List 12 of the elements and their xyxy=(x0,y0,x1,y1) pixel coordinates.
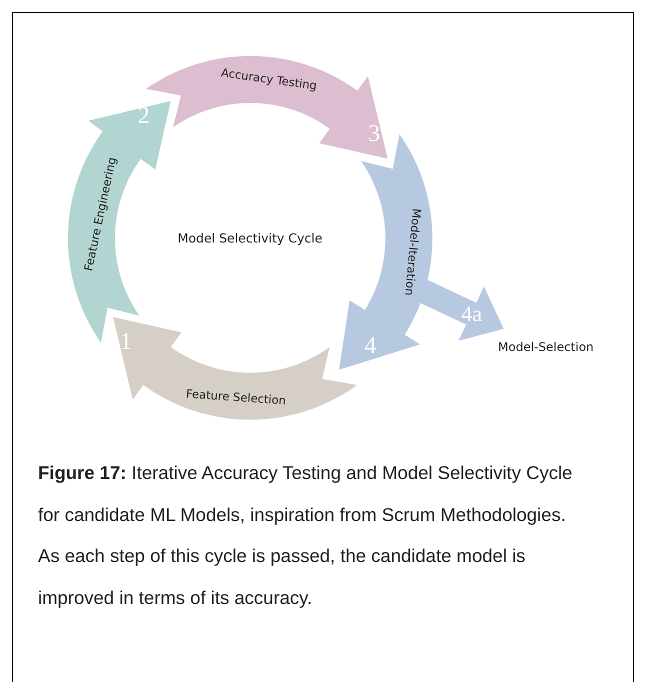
step-number: 3 xyxy=(368,122,380,146)
figure-caption: Figure 17: Iterative Accuracy Testing and Model Selectivity Cycle for candidate ML Models, inspiration from Scrum Methodologies. As each step of this cycle is passed, the candidate model is improved in terms of its accuracy. xyxy=(38,461,573,610)
step-label: Model-Iteration xyxy=(402,208,424,296)
step-label: Accuracy Testing xyxy=(220,66,318,93)
step-number: 1 xyxy=(120,330,132,354)
curved-arrow-step xyxy=(112,317,357,420)
step-number: 2 xyxy=(138,104,150,128)
step-label: Model-Selection xyxy=(498,340,594,354)
cycle-title: Model Selectivity Cycle xyxy=(178,230,322,246)
step-label: Feature Selection xyxy=(186,386,286,408)
edge-label: 4a xyxy=(461,302,482,325)
step-number: 4 xyxy=(364,334,376,358)
